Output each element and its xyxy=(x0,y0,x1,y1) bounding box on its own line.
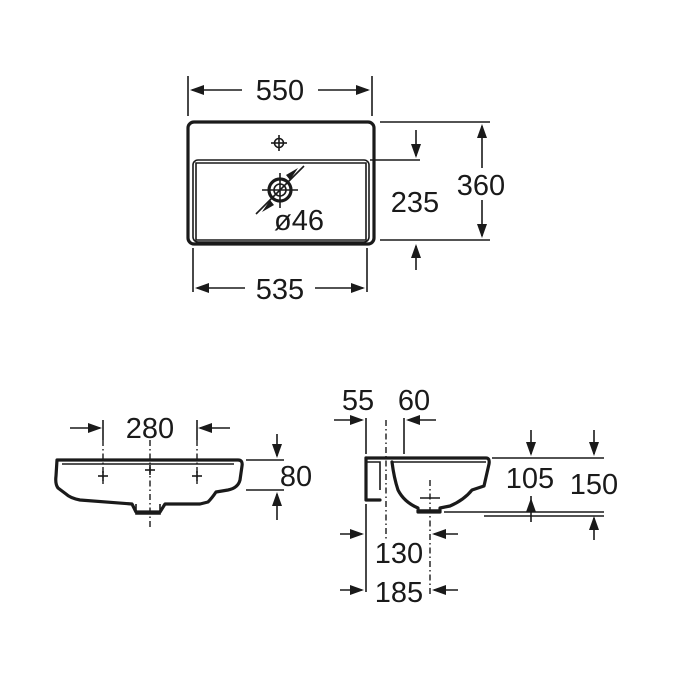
basin-outline-side xyxy=(364,456,491,514)
basin-bowl-edge xyxy=(192,159,370,243)
dim-front-height: 80 xyxy=(280,461,312,493)
dim-side-bowl-depth: 105 xyxy=(506,463,554,495)
front-view: 280 80 xyxy=(54,413,312,528)
dim-offset-a: 55 xyxy=(342,385,374,417)
dim-depth-bowl: 235 xyxy=(391,187,439,219)
top-view: 550 535 360 235 ø46 xyxy=(186,75,505,306)
dim-side-width-a: 130 xyxy=(375,538,423,570)
dim-width-outer: 550 xyxy=(256,75,304,107)
dim-depth-total: 360 xyxy=(457,170,505,202)
dim-side-height-total: 150 xyxy=(570,469,618,501)
dim-width-inner: 535 xyxy=(256,274,304,306)
basin-outline-front xyxy=(54,458,244,514)
dim-offset-b: 60 xyxy=(398,385,430,417)
basin-bowl-top xyxy=(195,162,367,241)
dim-hole-diameter: ø46 xyxy=(274,205,324,237)
dim-tap-spacing: 280 xyxy=(126,413,174,445)
dim-side-width-b: 185 xyxy=(375,577,423,609)
tap-hole-symbol xyxy=(271,135,287,151)
side-view: 55 60 105 150 130 185 xyxy=(334,385,618,609)
drain-hole xyxy=(255,165,305,215)
basin-outline-top xyxy=(186,120,376,246)
